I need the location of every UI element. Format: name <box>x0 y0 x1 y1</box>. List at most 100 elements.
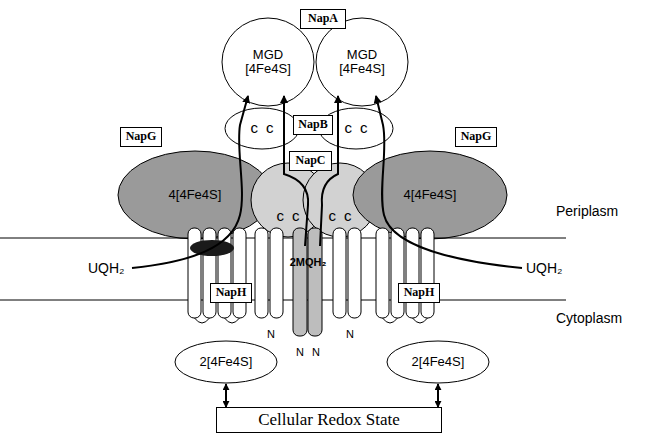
shape-text: c <box>360 120 368 137</box>
ellipse-shape <box>175 341 277 383</box>
subunit-label: NapG <box>120 127 162 147</box>
ellipse-shape <box>222 18 314 106</box>
quinol-label: 2MQH₂ <box>290 252 327 270</box>
ellipse-outline <box>224 107 300 150</box>
text-group: NapC <box>295 154 325 167</box>
subunit-label: NapH <box>210 283 252 303</box>
quinol-label: UQH₂ <box>526 259 563 277</box>
box-text: NapG <box>126 130 157 143</box>
shape-text: c <box>266 120 274 137</box>
terminus-label: N <box>312 342 320 360</box>
iron-sulfur-ellipse: 2[4Fe4S] <box>386 340 490 384</box>
subunit-label: NapH <box>398 283 440 303</box>
subunit-label: NapA <box>300 9 346 29</box>
double-arrow <box>225 384 227 407</box>
terminus-label: N <box>267 324 275 342</box>
text-group: NapH <box>404 286 435 299</box>
text-group: 2[4Fe4S] <box>200 355 253 369</box>
shape-text: 4[4Fe4S] <box>404 188 457 202</box>
text-group: NapG <box>461 130 492 143</box>
text-group: MGD [4Fe4S] <box>238 48 298 77</box>
helix <box>233 228 246 318</box>
iron-sulfur-ellipse: 4[4Fe4S] <box>352 150 508 240</box>
ellipse-shape <box>353 151 507 239</box>
electron-path <box>132 96 248 268</box>
iron-sulfur-ellipse: 4[4Fe4S] <box>117 150 273 240</box>
region-label: Cytoplasm <box>556 309 622 327</box>
terminus-label: N <box>296 342 304 360</box>
region-label-text: Cytoplasm <box>556 310 622 326</box>
subunit-label: NapB <box>293 115 333 135</box>
quinol-label-text: UQH₂ <box>526 260 563 276</box>
shape-text: 2[4Fe4S] <box>200 355 253 369</box>
electron-path <box>320 96 338 246</box>
shape-text: c <box>251 120 259 137</box>
helix <box>270 228 283 318</box>
ellipse-shape <box>319 108 393 149</box>
text-group: NapH <box>216 286 247 299</box>
text-group: cc <box>345 120 368 137</box>
terminus-label-text: N <box>296 346 304 358</box>
double-arrow <box>437 384 439 407</box>
quinol-label: UQH₂ <box>88 259 125 277</box>
ellipse-shape <box>316 18 408 106</box>
text-group: cc <box>329 208 352 225</box>
quinol-label-text: 2MQH₂ <box>290 256 327 268</box>
helix <box>391 228 404 318</box>
box-text: NapB <box>298 118 327 131</box>
box-text: Cellular Redox State <box>258 411 400 430</box>
region-label-text: Periplasm <box>556 203 618 219</box>
text-group: NapG <box>126 130 157 143</box>
electron-path <box>284 96 308 246</box>
box-text: NapH <box>216 286 247 299</box>
text-group: 2[4Fe4S] <box>412 355 465 369</box>
electron-path <box>376 96 522 268</box>
helix-loop <box>195 318 428 323</box>
text-group: NapB <box>298 118 327 131</box>
shape-text: c <box>329 208 337 225</box>
subunit-label: NapC <box>289 151 332 171</box>
shape-text: 4[4Fe4S] <box>169 188 222 202</box>
text-group: 4[4Fe4S] <box>404 188 457 202</box>
region-label: Periplasm <box>556 202 618 220</box>
text-group: 4[4Fe4S] <box>169 188 222 202</box>
helix <box>421 228 434 318</box>
helix <box>348 228 361 318</box>
ellipse-shape <box>118 151 272 239</box>
cofactor-ellipse: MGD [4Fe4S] <box>315 17 409 107</box>
quinol-label-text: UQH₂ <box>88 260 125 276</box>
helix <box>188 228 201 318</box>
ellipse-shape <box>387 341 489 383</box>
terminus-label-text: N <box>346 328 354 340</box>
text-group: MGD [4Fe4S] <box>332 48 392 77</box>
helix <box>376 228 389 318</box>
shape-text: MGD [4Fe4S] <box>238 48 298 77</box>
heme-ellipse: cc <box>224 107 300 150</box>
text-group: cc <box>251 120 274 137</box>
state-box: Cellular Redox State <box>216 407 442 433</box>
text-group: cc <box>277 208 300 225</box>
shape-text: c <box>344 208 352 225</box>
text-group: NapA <box>308 12 338 25</box>
text-group: Cellular Redox State <box>258 411 400 430</box>
terminus-label-text: N <box>267 328 275 340</box>
iron-sulfur-ellipse: 2[4Fe4S] <box>174 340 278 384</box>
shape-text: c <box>277 208 285 225</box>
shape-text: 2[4Fe4S] <box>412 355 465 369</box>
subunit-label: NapG <box>455 127 497 147</box>
shape-text: c <box>292 208 300 225</box>
box-text: NapA <box>308 12 338 25</box>
shape-text: MGD [4Fe4S] <box>332 48 392 77</box>
ellipse-shape <box>225 108 299 149</box>
terminus-label: N <box>346 324 354 342</box>
box-text: NapC <box>295 154 325 167</box>
shape-text: c <box>345 120 353 137</box>
box-text: NapH <box>404 286 435 299</box>
helix <box>255 228 268 318</box>
terminus-label-text: N <box>312 346 320 358</box>
box-text: NapG <box>461 130 492 143</box>
helix <box>333 228 346 318</box>
